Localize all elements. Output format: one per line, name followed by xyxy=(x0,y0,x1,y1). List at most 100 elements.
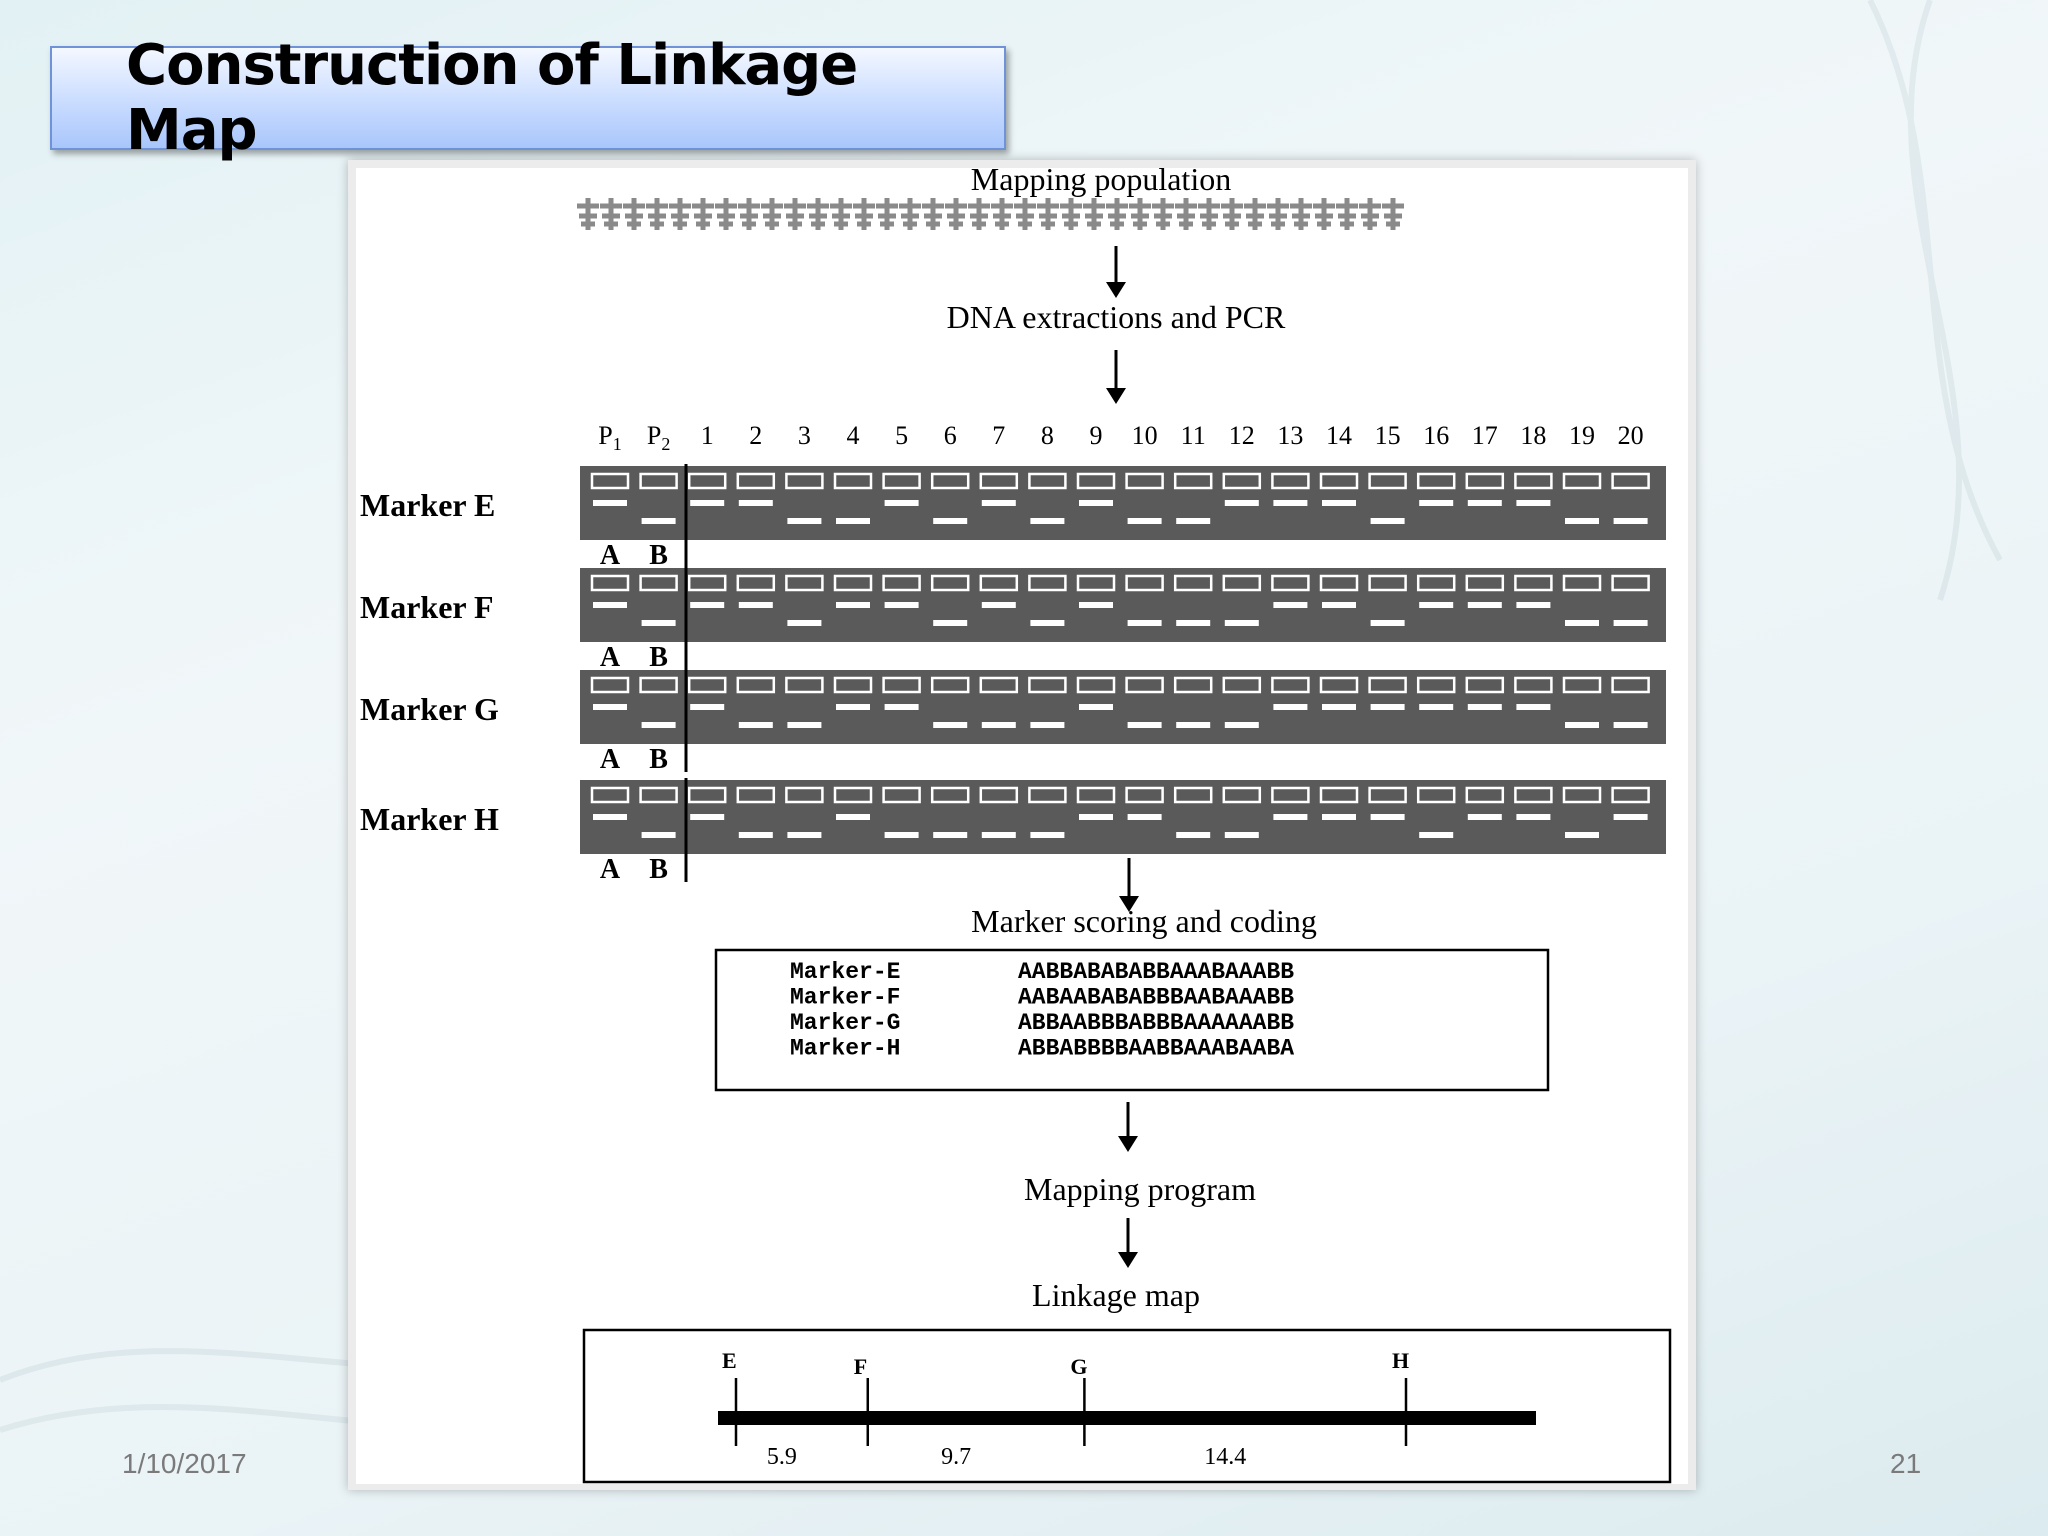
parent-lane-subscript: 2 xyxy=(661,434,670,454)
gel-well xyxy=(1222,472,1262,490)
progeny-lane-label: 12 xyxy=(1229,421,1255,450)
gel-band-a xyxy=(1467,704,1502,710)
gel-band-a xyxy=(690,814,725,820)
slide-title: Construction of Linkage Map xyxy=(126,33,858,163)
slide-title-box: Construction of Linkage Map xyxy=(50,33,1006,163)
gel-well xyxy=(1319,676,1359,694)
plant-icon xyxy=(1106,198,1128,230)
gel-well xyxy=(1416,786,1456,804)
plant-icon xyxy=(1382,198,1404,230)
arrow-to-dna-extraction xyxy=(1106,246,1126,298)
plant-icon xyxy=(807,198,829,230)
arrow-head xyxy=(1106,282,1126,298)
gel-well xyxy=(687,786,727,804)
population-plants xyxy=(577,198,1404,230)
gel-well xyxy=(930,786,970,804)
plant-icon xyxy=(1037,198,1059,230)
progeny-lane-label: 13 xyxy=(1277,421,1303,450)
progeny-lane-label: 19 xyxy=(1569,421,1595,450)
plant-icon xyxy=(830,198,852,230)
gel-band-a xyxy=(884,602,919,608)
gel-well xyxy=(1465,676,1505,694)
gel-band-b xyxy=(933,620,968,626)
gel-band-b xyxy=(1176,722,1211,728)
progeny-lane-label: 2 xyxy=(749,421,762,450)
gel-well xyxy=(930,574,970,592)
gel-band-b xyxy=(1613,722,1648,728)
gel-well xyxy=(882,676,921,694)
gel-band-a xyxy=(1370,814,1405,820)
progeny-lane-label: 20 xyxy=(1618,421,1644,450)
gel-well xyxy=(1271,676,1310,694)
gel-well xyxy=(1368,574,1407,592)
plant-icon xyxy=(876,198,898,230)
gel-well xyxy=(1173,676,1213,694)
coding-table-box xyxy=(714,948,1550,1092)
gel-band-a xyxy=(836,704,870,710)
gel-band-a xyxy=(1370,704,1405,710)
gel-band-b xyxy=(933,722,968,728)
gel-well xyxy=(1125,472,1164,490)
plant-icon xyxy=(715,198,737,230)
gel-band-a xyxy=(1273,814,1308,820)
gel-well xyxy=(1611,472,1650,490)
gel-band-a xyxy=(738,602,773,608)
plant-icon xyxy=(1175,198,1197,230)
allele-label: A xyxy=(600,744,621,775)
gel-well xyxy=(1222,786,1262,804)
plant-icon xyxy=(1083,198,1105,230)
gel-band-b xyxy=(641,620,676,626)
progeny-lane-label: 1 xyxy=(701,421,714,450)
gel-well xyxy=(1319,574,1359,592)
progeny-lane-label: 17 xyxy=(1472,421,1498,450)
gel-band-b xyxy=(1176,518,1211,524)
coding-row-label: Marker-E xyxy=(790,959,900,985)
gel-band-b xyxy=(1176,620,1211,626)
gel-well xyxy=(639,574,678,592)
gel-well xyxy=(785,574,824,592)
gel-band-b xyxy=(1127,620,1162,626)
gel-well xyxy=(979,472,1019,490)
plant-icon xyxy=(692,198,714,230)
gel-well xyxy=(687,676,727,694)
gel-band-a xyxy=(1467,814,1502,820)
coding-row-code: ABBAABBBABBBAAAAAABB xyxy=(1018,1010,1294,1036)
gel-band-a xyxy=(1079,500,1113,506)
gel-well xyxy=(1514,472,1553,490)
gel-well xyxy=(930,676,970,694)
gel-well xyxy=(1465,786,1505,804)
gel-well xyxy=(639,676,678,694)
gel-well xyxy=(1611,574,1650,592)
gel-band-a xyxy=(981,602,1016,608)
gel-well xyxy=(882,472,921,490)
plant-icon xyxy=(1244,198,1266,230)
gel-well xyxy=(1028,676,1067,694)
arrow-to-mapping-program xyxy=(1118,1102,1138,1152)
gel-well xyxy=(1514,676,1553,694)
mapping-program-label: Mapping program xyxy=(1024,1171,1256,1207)
progeny-lane-label: 6 xyxy=(944,421,957,450)
gel-well xyxy=(736,676,776,694)
gel-band-b xyxy=(1176,832,1211,838)
progeny-lane-label: 5 xyxy=(895,421,908,450)
gel-band-b xyxy=(1419,832,1454,838)
gel-well xyxy=(1173,472,1213,490)
gel-well xyxy=(639,786,678,804)
parent-lane-label: P2 xyxy=(647,421,670,454)
progeny-lane-label: 8 xyxy=(1041,421,1054,450)
gel-band-a xyxy=(1613,814,1648,820)
gel-band-b xyxy=(1565,832,1599,838)
gel-band-a xyxy=(1273,602,1308,608)
gel-band-b xyxy=(1224,620,1259,626)
gel-band-b xyxy=(1127,722,1162,728)
gel-band-b xyxy=(1613,620,1648,626)
gel-well xyxy=(590,676,630,694)
progeny-lane-label: 14 xyxy=(1326,421,1352,450)
gel-band-a xyxy=(1516,602,1551,608)
progeny-lane-label: 10 xyxy=(1132,421,1158,450)
gel-band-a xyxy=(1419,602,1454,608)
footer-date: 1/10/2017 xyxy=(122,1448,247,1479)
gel-band-a xyxy=(1467,602,1502,608)
plant-icon xyxy=(1129,198,1151,230)
